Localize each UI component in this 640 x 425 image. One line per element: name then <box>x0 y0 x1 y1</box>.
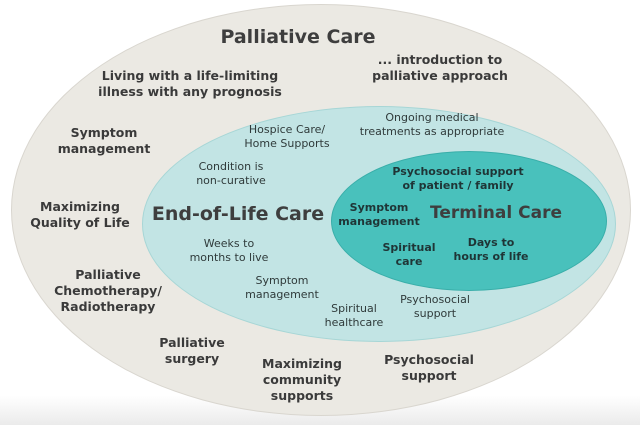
maximizing-quality-of-life-label: Maximizing Quality of Life <box>30 199 130 230</box>
outer-psychosocial-support-label: Psychosocial support <box>384 352 474 383</box>
middle-psychosocial-support-label: Psychosocial support <box>400 293 470 320</box>
outer-symptom-management-label: Symptom management <box>57 125 151 156</box>
palliative-surgery-label: Palliative surgery <box>159 335 225 366</box>
condition-non-curative-label: Condition is non-curative <box>196 160 266 187</box>
days-to-hours-label: Days to hours of life <box>453 236 529 263</box>
terminal-care-ellipse <box>331 151 607 291</box>
intro-palliative-approach-label: ... introduction to palliative approach <box>372 52 508 83</box>
terminal-care-title: Terminal Care <box>430 203 562 223</box>
hospice-care-label: Hospice Care/ Home Supports <box>244 123 330 150</box>
end-of-life-care-title: End-of-Life Care <box>151 203 325 225</box>
palliative-care-title: Palliative Care <box>220 26 376 48</box>
inner-psychosocial-support-label: Psychosocial support of patient / family <box>392 165 524 192</box>
inner-symptom-management-label: Symptom management <box>338 201 420 228</box>
spiritual-healthcare-label: Spiritual healthcare <box>324 302 384 329</box>
ongoing-medical-treatments-label: Ongoing medical treatments as appropriat… <box>359 111 505 138</box>
living-with-illness-label: Living with a life-limiting illness with… <box>98 68 282 99</box>
spiritual-care-label: Spiritual care <box>382 241 436 268</box>
weeks-to-months-label: Weeks to months to live <box>189 237 269 264</box>
maximizing-community-supports-label: Maximizing community supports <box>262 356 342 403</box>
palliative-chemo-radio-label: Palliative Chemotherapy/ Radiotherapy <box>54 267 162 314</box>
middle-symptom-management-label: Symptom management <box>245 274 319 301</box>
